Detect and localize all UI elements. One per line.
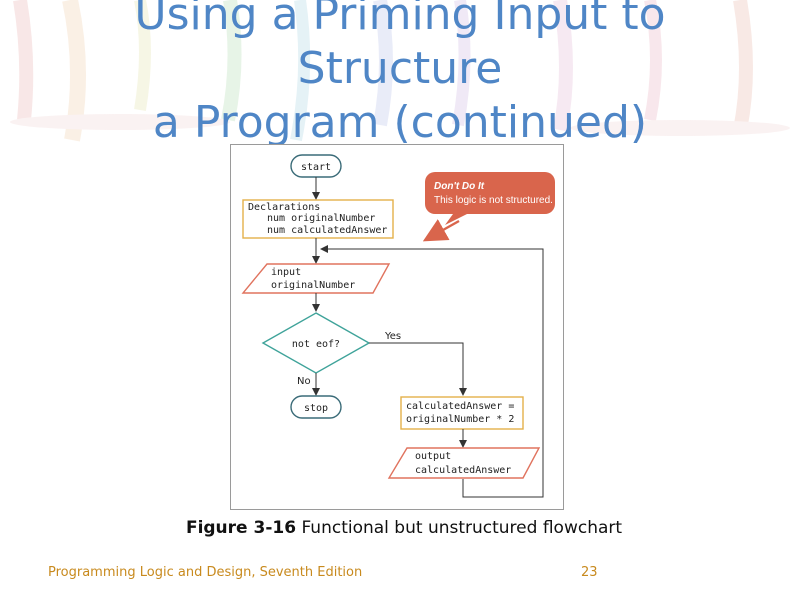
output-label: output [415,451,451,462]
callout-title: Don't Do It [434,181,485,192]
yes-label: Yes [384,331,401,342]
decision-label: not eof? [292,339,340,350]
title-line-3: a Program (continued) [152,97,648,148]
flowchart-figure: start Declarations num originalNumber nu… [230,144,564,510]
callout-text: This logic is not structured. [434,195,553,206]
footer-page-number: 23 [581,565,598,580]
output-parallelogram [387,447,541,479]
title-line-1: Using a Priming Input to [134,0,666,40]
declaration-calculated-answer: num calculatedAnswer [267,225,387,236]
input-label: input [271,267,301,278]
output-variable: calculatedAnswer [415,465,511,476]
process-line-2: originalNumber * 2 [406,414,514,425]
slide-title: Using a Priming Input to Structure a Pro… [0,0,800,150]
title-line-2: Structure [297,43,503,94]
declarations-box [242,199,394,239]
background-watercolor-strokes [10,0,790,142]
stop-label: stop [304,403,328,414]
figure-caption-text: Functional but unstructured flowchart [301,518,623,538]
input-parallelogram [241,263,391,294]
declarations-header: Declarations [248,202,320,213]
stop-terminal [290,395,342,419]
no-label: No [297,376,311,387]
dont-do-it-callout [425,172,555,214]
figure-number: Figure 3-16 [185,518,297,538]
process-box [400,396,524,430]
start-label: start [301,162,331,173]
footer-book-title: Programming Logic and Design, Seventh Ed… [48,565,363,580]
figure-caption: Figure 3-16 Functional but unstructured … [0,518,800,538]
declaration-original-number: num originalNumber [267,213,375,224]
process-line-1: calculatedAnswer = [406,401,514,412]
flowchart-diagram: start Declarations num originalNumber nu… [241,154,555,498]
callout-arrow [422,219,460,242]
input-variable: originalNumber [271,280,355,291]
